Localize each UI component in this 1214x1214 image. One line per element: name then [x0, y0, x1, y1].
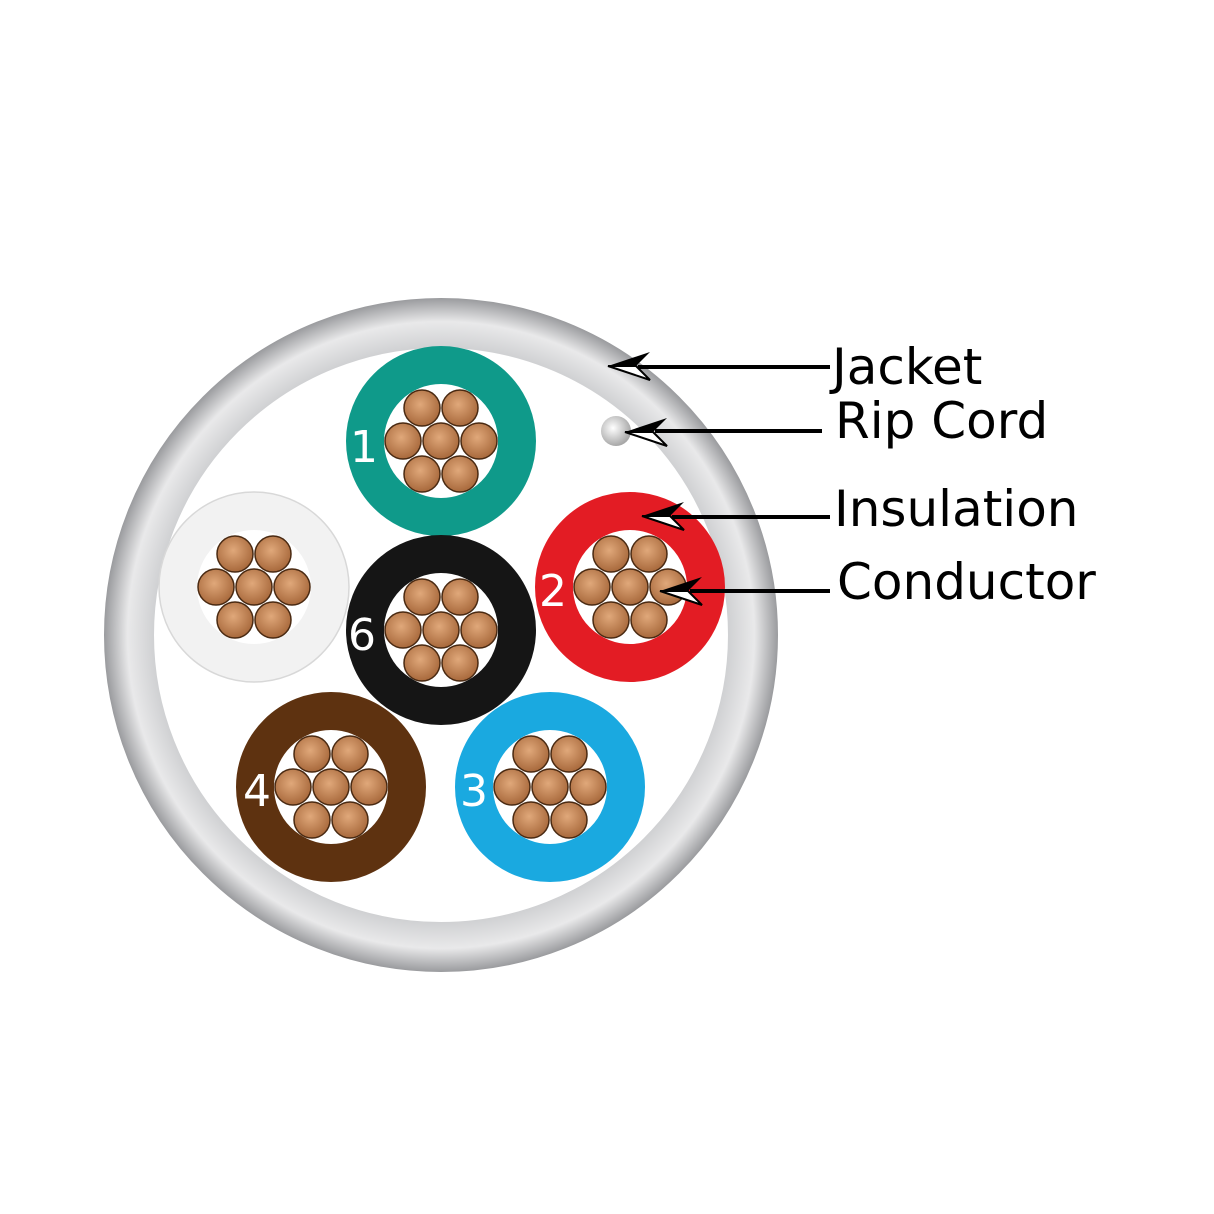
conductor-strand [592, 535, 630, 573]
conductor-strand [293, 801, 331, 839]
conductor-strand [384, 422, 422, 460]
wire-teal: 1 [346, 346, 536, 536]
callout-conductor: Conductor [659, 553, 1096, 611]
conductor-strand [403, 455, 441, 493]
conductor-strand [331, 735, 369, 773]
insulation [159, 492, 349, 682]
conductor-strand [331, 801, 369, 839]
conductor-strand [460, 422, 498, 460]
arrowhead [608, 352, 650, 366]
wire-number: 4 [243, 766, 271, 817]
callout-label: Jacket [829, 338, 982, 396]
callout-rip-cord: Rip Cord [624, 392, 1048, 450]
conductor-strand [254, 601, 292, 639]
conductor-strand [460, 611, 498, 649]
arrowhead [625, 418, 667, 432]
wire-white [158, 491, 350, 683]
conductor-strand [197, 568, 235, 606]
conductor-strand [273, 568, 311, 606]
arrowhead [642, 502, 684, 516]
conductor-strand [611, 568, 649, 606]
callout-jacket: Jacket [607, 338, 982, 396]
callout-label: Conductor [837, 553, 1096, 611]
conductor-strand [422, 422, 460, 460]
insulation [455, 692, 645, 882]
insulation [346, 535, 536, 725]
jacket [104, 298, 778, 972]
conductor-strand [573, 568, 611, 606]
insulation-outline [158, 491, 350, 683]
wire-brown: 4 [236, 692, 426, 882]
conductor-strand [235, 568, 273, 606]
callout-label: Rip Cord [835, 392, 1048, 450]
wire-number: 3 [460, 766, 488, 817]
callout-label: Insulation [834, 480, 1078, 538]
insulation [535, 492, 725, 682]
conductor-strand [441, 644, 479, 682]
conductor-strand [216, 535, 254, 573]
conductor-strand [350, 768, 388, 806]
arrowhead [659, 590, 703, 606]
arrowhead [607, 365, 651, 381]
conductor-strand [403, 644, 441, 682]
conductor-strand [592, 601, 630, 639]
conductor-strand [569, 768, 607, 806]
conductor-strand [422, 611, 460, 649]
wire-black: 6 [346, 535, 536, 725]
conductor-strand [384, 611, 422, 649]
conductor-strand [293, 735, 331, 773]
wire-blue: 3 [455, 692, 645, 882]
conductor-strand [312, 768, 350, 806]
conductor-strand [630, 601, 668, 639]
wire-number: 2 [539, 566, 567, 617]
wire-number: 1 [350, 422, 378, 473]
conductor-strand [441, 389, 479, 427]
conductor-strand [254, 535, 292, 573]
conductor-strand [512, 735, 550, 773]
conductor-strand [441, 578, 479, 616]
wire-red: 2 [535, 492, 725, 682]
rip-cord [601, 416, 631, 446]
conductor-strand [531, 768, 569, 806]
conductor-strand [493, 768, 531, 806]
insulation [236, 692, 426, 882]
arrowhead [660, 577, 702, 591]
conductor-strand [403, 389, 441, 427]
conductor-strand [441, 455, 479, 493]
conductor-strand [216, 601, 254, 639]
conductor-strand [403, 578, 441, 616]
conductor-strand [550, 735, 588, 773]
conductor-strand [512, 801, 550, 839]
conductor-strand [630, 535, 668, 573]
wire-number: 6 [348, 610, 376, 661]
callout-insulation: Insulation [641, 480, 1078, 538]
insulation [346, 346, 536, 536]
arrowhead [641, 515, 685, 531]
arrowhead [624, 431, 668, 447]
conductor-strand [550, 801, 588, 839]
conductor-strand [274, 768, 312, 806]
